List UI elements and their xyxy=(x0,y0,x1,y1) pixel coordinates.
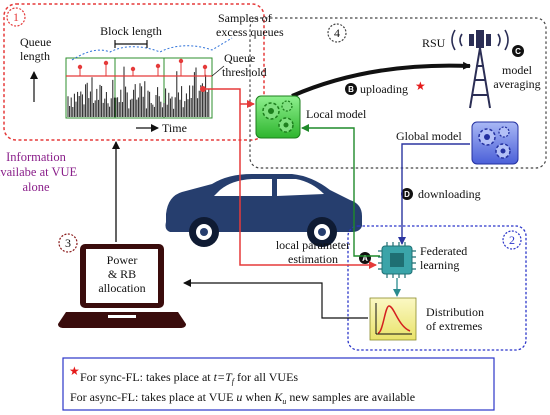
estimation-line-2: estimation xyxy=(288,252,338,266)
rsu-tower-icon xyxy=(451,29,509,109)
downloading-letter: D xyxy=(404,190,410,199)
sample-point xyxy=(155,63,161,69)
info-line-2: availabe at VUE xyxy=(0,165,78,179)
sample-point xyxy=(202,64,208,70)
info-line-1: Information xyxy=(6,150,66,164)
global-model-label: Global model xyxy=(396,129,462,143)
averaging-letter-circle xyxy=(512,45,524,57)
legend-async-suffix: new samples are available xyxy=(286,390,415,404)
region-4-border xyxy=(249,17,547,169)
legend-border xyxy=(62,357,495,411)
estimation-letter-circle xyxy=(359,252,371,264)
downloading-label: downloading xyxy=(418,187,481,201)
time-label: Time xyxy=(162,121,187,135)
threshold-line-1: Queue xyxy=(224,51,255,65)
info-line-3: alone xyxy=(22,180,50,194)
region-2-number: 2 xyxy=(509,233,515,247)
legend-sync-suffix: for all VUEs xyxy=(234,370,298,384)
threshold-line-2: threshold xyxy=(222,65,267,79)
legend-async-prefix: For async-FL: takes place at VUE xyxy=(70,390,236,404)
global-to-chip-arrow xyxy=(398,143,470,245)
excess-sample-points xyxy=(77,58,208,76)
sample-point xyxy=(103,60,109,66)
region-4-number-circle xyxy=(327,23,347,43)
distribution-line-1: Distribution xyxy=(426,305,484,319)
distribution-line-2: of extremes xyxy=(426,319,483,333)
local-model-label: Local model xyxy=(306,107,367,121)
averaging-line-1: model xyxy=(502,63,533,77)
uploading-label: uploading xyxy=(360,82,408,96)
region-3-number-circle xyxy=(58,233,78,253)
vehicle-icon xyxy=(165,174,362,247)
legend-async-line: For async-FL: takes place at VUE u when … xyxy=(70,390,415,406)
federated-line-2: learning xyxy=(420,258,459,272)
federated-line-1: Federated xyxy=(420,244,467,258)
estimation-letter: A xyxy=(362,254,368,263)
uploading-letter-circle xyxy=(345,83,357,95)
legend-star: ★ xyxy=(69,364,80,378)
queue-length-line-1: Queue xyxy=(20,35,51,49)
uploading-star: ★ xyxy=(415,79,426,93)
rsu-label: RSU xyxy=(422,36,446,50)
queue-length-line-2: length xyxy=(20,49,50,63)
region-1-border xyxy=(3,3,265,141)
averaging-letter: C xyxy=(515,47,521,56)
laptop-line-3: allocation xyxy=(98,281,145,295)
region-3-number: 3 xyxy=(65,236,71,250)
sample-point xyxy=(130,66,136,72)
legend-sync-math: t=T xyxy=(214,370,233,384)
region-1-number-circle xyxy=(6,7,26,27)
legend: ★ For sync-FL: takes place at t=Tf for a… xyxy=(62,357,495,411)
global-model-gears-icon xyxy=(471,121,519,165)
region-2-number-circle xyxy=(502,230,522,250)
threshold-pointer xyxy=(211,65,225,77)
local-model-gears-icon xyxy=(255,95,301,139)
samples-line-1: Samples of xyxy=(218,11,272,25)
block-length-label: Block length xyxy=(100,24,162,38)
estimation-line-1: local parameter xyxy=(276,238,350,252)
samples-line-2: excess queues xyxy=(216,25,284,39)
legend-sync-line: For sync-FL: takes place at t=Tf for all… xyxy=(80,370,298,386)
region-2-border xyxy=(347,225,527,351)
legend-async-var: u xyxy=(236,390,242,404)
laptop-line-1: Power xyxy=(107,253,138,267)
legend-async-var2: K xyxy=(273,390,283,404)
samples-to-chip-arrow xyxy=(203,88,377,269)
uploading-arrow xyxy=(291,61,471,98)
region-4-number: 4 xyxy=(334,26,340,40)
queue-bars xyxy=(67,66,210,117)
chip-icon xyxy=(378,242,416,278)
legend-sync-math-sub: f xyxy=(232,377,236,386)
legend-async-var2-sub: u xyxy=(282,397,286,406)
uploading-letter: B xyxy=(348,85,354,94)
laptop-icon xyxy=(58,244,186,328)
distribution-to-laptop-arrow xyxy=(183,279,368,319)
legend-sync-prefix: For sync-FL: takes place at xyxy=(80,370,214,384)
laptop-line-2: & RB xyxy=(108,267,136,281)
estimation-to-local-model-arrow xyxy=(301,124,380,257)
sample-point xyxy=(178,58,184,64)
averaging-line-2: averaging xyxy=(493,77,540,91)
sample-point xyxy=(77,64,83,70)
distribution-chart-icon xyxy=(369,297,417,341)
downloading-letter-circle xyxy=(401,188,413,200)
region-1-number: 1 xyxy=(13,10,19,24)
samples-link-curve xyxy=(71,37,233,61)
legend-async-middle: when xyxy=(242,390,274,404)
